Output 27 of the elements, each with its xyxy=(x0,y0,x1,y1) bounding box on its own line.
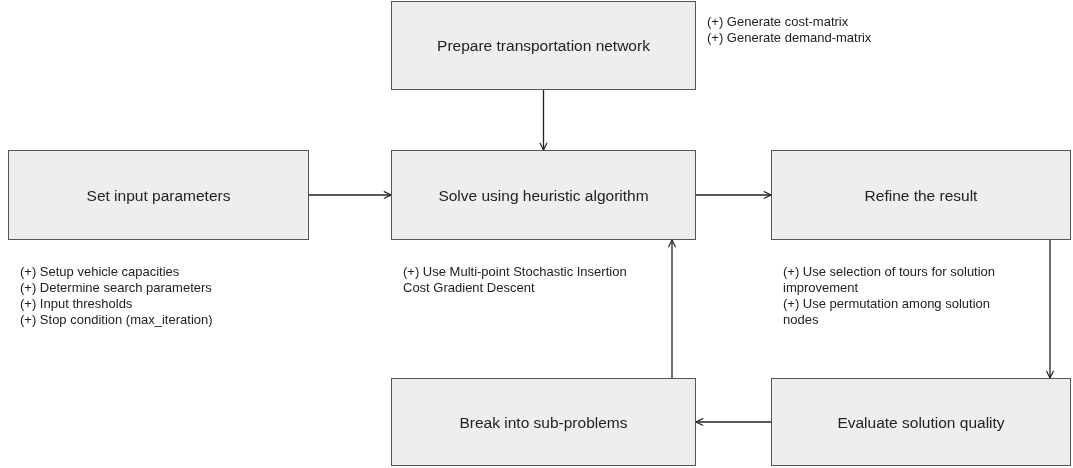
process-box xyxy=(8,150,309,240)
note-text: (+) Determine search parameters xyxy=(20,280,213,296)
note-text: (+) Use selection of tours for solution improvement xyxy=(783,264,997,296)
arrow xyxy=(695,190,772,200)
box-label: Prepare transportation network xyxy=(437,36,650,55)
arrow xyxy=(1045,239,1055,379)
note-text: (+) Generate demand-matrix xyxy=(707,30,873,46)
arrow xyxy=(539,89,548,151)
process-box xyxy=(391,378,696,466)
note-text: (+) Generate cost-matrix xyxy=(707,14,850,30)
box-label: Set input parameters xyxy=(86,185,231,205)
box-label: Evaluate solution quality xyxy=(837,412,1005,432)
process-box xyxy=(391,150,696,240)
note-text: (+) Setup vehicle capacities xyxy=(20,264,181,280)
process-box xyxy=(771,150,1071,240)
arrow xyxy=(667,239,677,379)
arrow xyxy=(308,190,392,200)
box-label: Break into sub-problems xyxy=(459,412,628,432)
box-label: Refine the result xyxy=(864,185,978,205)
note-text: (+) Use permutation among solution nodes xyxy=(783,296,992,328)
note-text: (+) Stop condition (max_iteration) xyxy=(20,312,214,328)
note-text: (+) Use Multi-point Stochastic Insertion Cost Gradient Descent xyxy=(403,264,628,296)
arrow xyxy=(695,417,772,427)
process-box xyxy=(391,1,696,90)
note-text: (+) Input thresholds xyxy=(20,296,134,312)
process-box xyxy=(771,378,1071,466)
box-label: Solve using heuristic algorithm xyxy=(438,185,649,205)
